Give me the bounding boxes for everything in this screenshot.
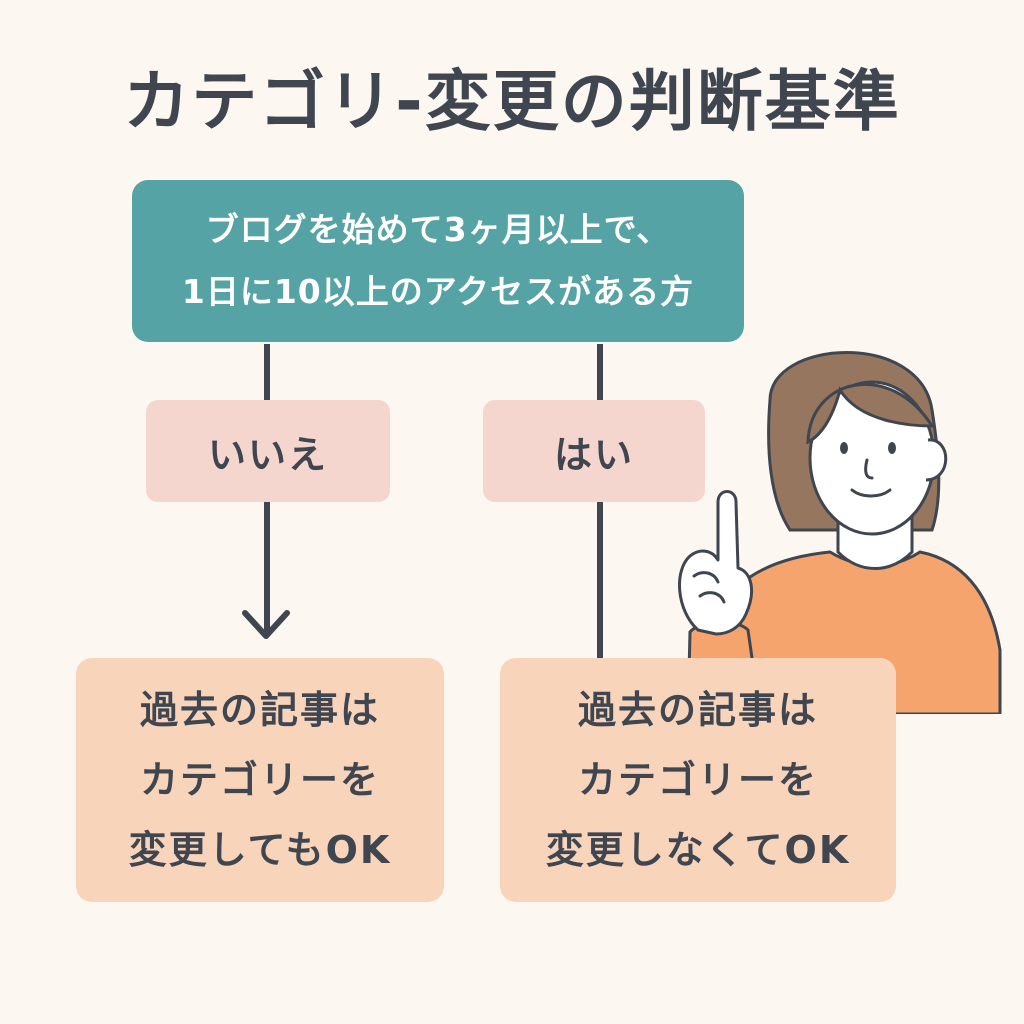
connector-no-upper <box>264 344 270 402</box>
result-yes-line-1: 過去の記事は <box>577 688 818 732</box>
result-yes-line-2: カテゴリーを <box>577 758 818 802</box>
result-no-line-2: カテゴリーを <box>139 758 380 802</box>
result-no-line-1: 過去の記事は <box>139 688 380 732</box>
result-yes: 過去の記事は カテゴリーを 変更しなくてOK <box>500 658 896 902</box>
result-no-line-3: 変更してもOK <box>128 828 392 872</box>
page-title: カテゴリ-変更の判断基準 <box>123 63 901 140</box>
connector-no-lower <box>264 502 270 632</box>
result-no: 過去の記事は カテゴリーを 変更してもOK <box>76 658 444 902</box>
arrow-down-icon <box>242 610 290 639</box>
question-line-1: ブログを始めて3ヶ月以上で、 <box>205 210 671 249</box>
connector-yes-lower <box>597 502 603 658</box>
connector-yes-upper <box>597 344 603 402</box>
answer-yes: はい <box>483 400 705 502</box>
answer-no: いいえ <box>146 400 390 502</box>
result-yes-line-3: 変更しなくてOK <box>545 828 851 872</box>
question-box: ブログを始めて3ヶ月以上で、 1日に10以上のアクセスがある方 <box>132 180 744 342</box>
question-line-2: 1日に10以上のアクセスがある方 <box>181 272 695 311</box>
woman-pointing-illustration <box>678 351 1002 714</box>
